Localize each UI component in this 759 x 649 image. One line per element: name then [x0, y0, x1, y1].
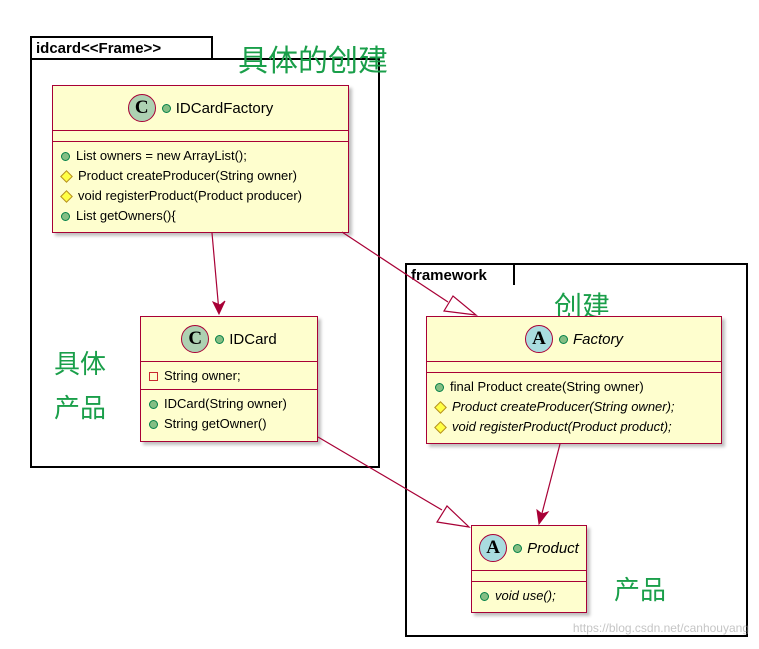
inheritance-arrow-idcard-to-product [317, 436, 471, 528]
class-idcardfactory[interactable]: C IDCardFactory List owners = new ArrayL… [52, 85, 349, 233]
public-visibility-icon [61, 211, 70, 221]
annotation-concrete-product-line1: 具体 [54, 350, 107, 380]
method-list: void use(); [472, 582, 586, 608]
method-text: void use(); [495, 588, 556, 603]
class-header: A Product [472, 526, 586, 571]
method-text: void registerProduct(Product product); [452, 419, 672, 434]
field-item: String owner; [149, 366, 317, 386]
member-text: Product createProducer(String owner) [78, 168, 297, 183]
empty-compartment [53, 131, 348, 142]
public-visibility-icon [149, 399, 158, 409]
method-text: String getOwner() [164, 416, 267, 431]
class-factory[interactable]: A Factory final Product create(String ow… [426, 316, 722, 444]
class-badge-icon: C [127, 94, 156, 122]
member-text: List getOwners(){ [76, 208, 176, 223]
method-item: IDCard(String owner) [149, 394, 317, 414]
member-text: List owners = new ArrayList(); [76, 148, 247, 163]
class-name: IDCardFactory [175, 99, 274, 117]
method-text: IDCard(String owner) [164, 396, 287, 411]
class-header: C IDCardFactory [53, 86, 348, 131]
class-product[interactable]: A Product void use(); [471, 525, 587, 613]
member-text: void registerProduct(Product producer) [78, 188, 302, 203]
association-arrow-factory-to-idcard [211, 232, 226, 316]
package-title-framework: framework [411, 267, 487, 284]
method-item: String getOwner() [149, 414, 317, 434]
class-name-wrap: Product [513, 540, 579, 557]
public-visibility-icon [149, 419, 158, 429]
private-visibility-icon [149, 371, 158, 381]
class-name: Factory [572, 330, 623, 348]
method-text: final Product create(String owner) [450, 379, 644, 394]
public-visibility-icon [513, 543, 523, 553]
public-visibility-icon [161, 103, 171, 113]
public-visibility-icon [215, 334, 225, 344]
annotation-product: 产品 [614, 576, 667, 606]
class-name: IDCard [229, 330, 277, 348]
member-item: List getOwners(){ [61, 206, 348, 226]
class-header: C IDCard [141, 317, 317, 362]
class-name-wrap: IDCardFactory [161, 99, 274, 117]
method-text: Product createProducer(String owner); [452, 399, 675, 414]
method-item: void use(); [480, 586, 586, 606]
abstract-badge-icon: A [479, 534, 508, 562]
watermark: https://blog.csdn.net/canhouyang [572, 621, 749, 635]
public-visibility-icon [558, 334, 568, 344]
package-title-idcard: idcard<<Frame>> [36, 40, 162, 57]
empty-compartment [472, 571, 586, 582]
class-name: Product [527, 539, 579, 557]
empty-compartment [427, 362, 721, 373]
package-idcard [30, 58, 380, 468]
class-badge-icon: C [181, 325, 210, 353]
method-list: final Product create(String owner) Produ… [427, 373, 721, 439]
annotation-concrete-creation: 具体的创建 [238, 44, 388, 79]
class-header: A Factory [427, 317, 721, 362]
package-framework [405, 263, 748, 637]
method-item: void registerProduct(Product product); [434, 417, 721, 437]
inheritance-arrow-idcardfactory-to-factory [341, 231, 478, 316]
method-item: final Product create(String owner) [435, 377, 721, 397]
public-visibility-icon [480, 591, 489, 601]
package-tab-framework: framework [405, 263, 515, 285]
association-arrow-factory-to-product [536, 443, 561, 526]
member-list: List owners = new ArrayList(); Product c… [53, 142, 348, 228]
member-item: Product createProducer(String owner) [60, 166, 348, 186]
member-item: void registerProduct(Product producer) [60, 186, 348, 206]
class-idcard[interactable]: C IDCard String owner; IDCard(String own… [140, 316, 318, 442]
method-list: IDCard(String owner) String getOwner() [141, 390, 317, 436]
abstract-badge-icon: A [524, 325, 553, 353]
public-visibility-icon [435, 382, 444, 392]
package-tab-idcard: idcard<<Frame>> [30, 36, 213, 58]
public-visibility-icon [61, 151, 70, 161]
field-list: String owner; [141, 362, 317, 390]
method-item: Product createProducer(String owner); [434, 397, 721, 417]
field-text: String owner; [164, 368, 241, 383]
class-name-wrap: Factory [558, 330, 623, 348]
class-name-wrap: IDCard [215, 331, 277, 348]
member-item: List owners = new ArrayList(); [61, 146, 348, 166]
annotation-concrete-product-line2: 产品 [54, 394, 107, 424]
